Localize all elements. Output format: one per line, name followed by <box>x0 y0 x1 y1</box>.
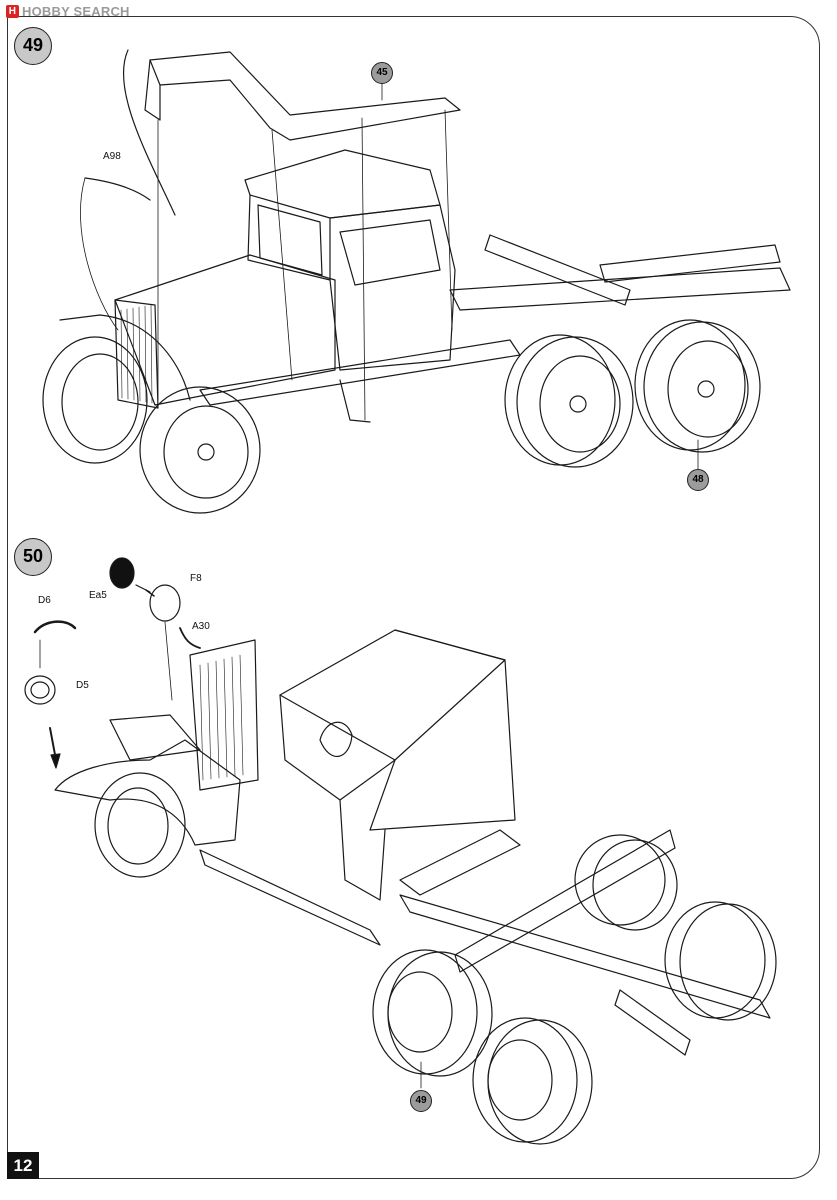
wheel-50-rear-d <box>574 834 678 931</box>
wheel-rear-2 <box>634 319 761 453</box>
part-label-d5: D5 <box>76 680 89 691</box>
step-marker-50: 50 <box>14 538 52 576</box>
wheel-50-rear-b <box>472 1017 593 1145</box>
step-marker-49: 49 <box>14 27 52 65</box>
wheel-front-right <box>139 386 261 514</box>
part-label-ea5: Ea5 <box>89 590 107 601</box>
part-label-f8: F8 <box>190 573 202 584</box>
reference-badge-48: 48 <box>687 469 709 491</box>
watermark-logo-icon: H <box>6 5 19 18</box>
part-label-d6: D6 <box>38 595 51 606</box>
watermark: H HOBBY SEARCH <box>6 4 130 19</box>
wheel-rear-1 <box>504 334 634 468</box>
step-50-drawing <box>24 557 777 1145</box>
step-49-drawing <box>42 49 791 514</box>
wheel-front-left <box>42 336 148 464</box>
part-label-a98: A98 <box>103 151 121 162</box>
page-number: 12 <box>7 1152 39 1179</box>
reference-badge-45: 45 <box>371 62 393 84</box>
wheel-50-rear-a <box>372 949 493 1077</box>
page-border <box>7 16 820 1179</box>
part-label-a30: A30 <box>192 621 210 632</box>
wheel-50-rear-c <box>664 901 777 1021</box>
reference-badge-49: 49 <box>410 1090 432 1112</box>
watermark-text: HOBBY SEARCH <box>22 4 130 19</box>
